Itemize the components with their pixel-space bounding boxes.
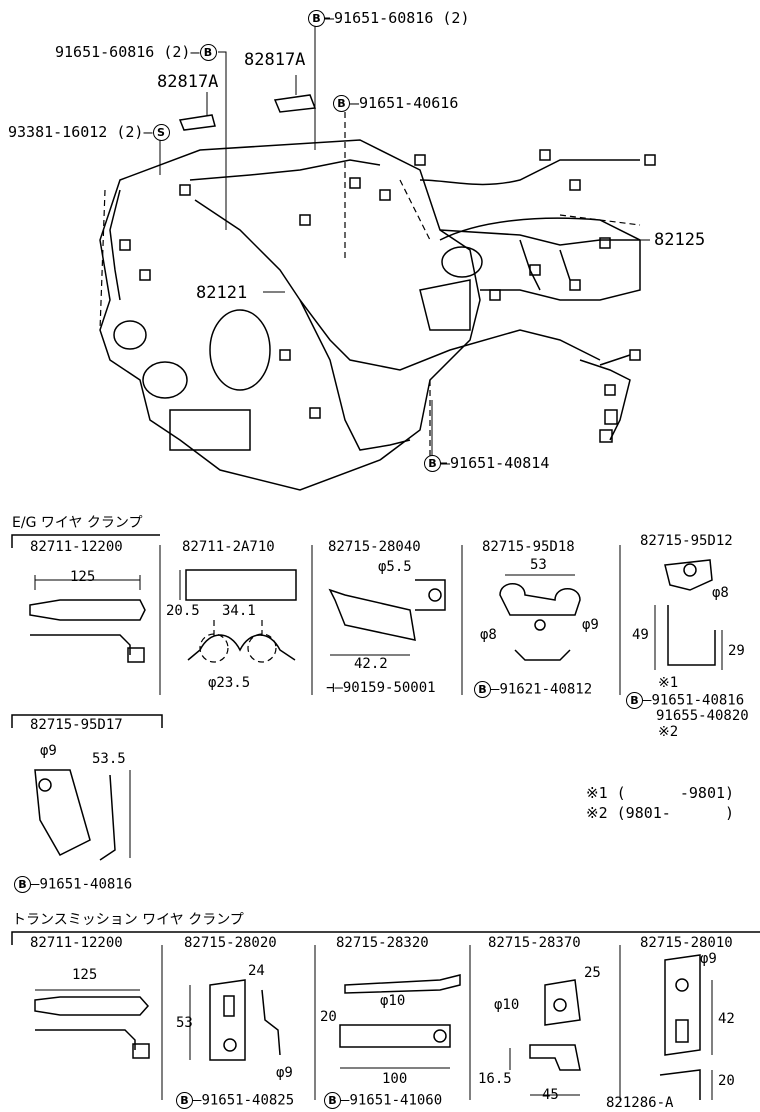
bolt-badge-icon: B: [308, 10, 325, 27]
tm-part-1-dim: 125: [72, 967, 98, 983]
eg-part-2-dim-diameter: φ23.5: [208, 675, 251, 691]
tm-part-4-dim-diameter: φ10: [494, 997, 520, 1013]
callout-left-bolt: 91651-60816 (2)—B: [55, 44, 217, 61]
tm-part-2-number: 82715-28020: [184, 935, 277, 951]
eg-part-3-dim-diameter: φ5.5: [378, 559, 412, 575]
eg-part-6-dim-height: 53.5: [92, 751, 126, 767]
eg-part-4-fastener: B—91621-40812: [474, 681, 592, 698]
eg-part-1-dim: 125: [70, 569, 96, 585]
engine-assembly: [99, 17, 656, 491]
callout-clamp-82817a-right: 82817A: [244, 50, 306, 70]
tm-part-4-number: 82715-28370: [488, 935, 581, 951]
footer-code: 821286-A: [606, 1095, 674, 1111]
tm-part-1-number: 82711-12200: [30, 935, 123, 951]
tm-clamp-drawings: [34, 954, 713, 1100]
tm-part-5-number: 82715-28010: [640, 935, 733, 951]
bolt-badge-icon: B: [474, 681, 491, 698]
callout-harness-82125: 82125: [654, 230, 706, 250]
eg-part-2-dim-height: 20.5: [166, 603, 200, 619]
bolt-badge-icon: B: [199, 44, 217, 61]
eg-part-6-dim-diameter: φ9: [40, 743, 57, 759]
callout-bolt-40616: B—91651-40616: [333, 95, 458, 112]
tm-part-3-dim-diameter: φ10: [380, 993, 406, 1009]
eg-part-4-dim-hole-b: φ9: [582, 617, 599, 633]
tm-section-title: トランスミッション ワイヤ クランプ: [12, 912, 244, 928]
note-1: ※1 ( -9801): [586, 784, 735, 802]
callout-harness-82121: 82121: [196, 283, 248, 303]
tm-part-3-dim-length: 100: [382, 1071, 408, 1087]
eg-part-1-number: 82711-12200: [30, 539, 123, 555]
callout-top-bolt: B—91651-60816 (2): [308, 10, 470, 27]
eg-part-3-number: 82715-28040: [328, 539, 421, 555]
eg-part-3-fastener: ⊣—90159-50001: [326, 680, 436, 696]
bolt-badge-icon: B: [626, 692, 643, 709]
eg-part-5-dim-diameter: φ8: [712, 585, 729, 601]
section-frames: [11, 534, 760, 1100]
eg-part-6-number: 82715-95D17: [30, 717, 123, 733]
tm-part-2-dim-width: 24: [248, 963, 265, 979]
tm-part-3-number: 82715-28320: [336, 935, 429, 951]
eg-part-5-note-2: ※2: [658, 724, 679, 740]
eg-part-4-dim-width: 53: [530, 557, 547, 573]
bolt-badge-icon: B: [14, 876, 31, 893]
callout-clamp-82817a-left: 82817A: [157, 72, 219, 92]
tm-part-3-dim-height: 20: [320, 1009, 337, 1025]
eg-part-3-dim-length: 42.2: [354, 656, 388, 672]
screw-badge-icon: S: [152, 124, 170, 141]
eg-part-5-fastener-1: B—91651-40816: [626, 692, 744, 709]
tm-part-2-dim-diameter: φ9: [276, 1065, 293, 1081]
callout-bolt-40814: B—91651-40814: [424, 455, 549, 472]
eg-clamp-drawings: [29, 559, 723, 861]
eg-part-2-number: 82711-2A710: [182, 539, 275, 555]
tm-part-5-dim-height: 42: [718, 1011, 735, 1027]
tm-part-4-dim-height: 16.5: [478, 1071, 512, 1087]
eg-part-5-fastener-2: 91655-40820: [656, 708, 749, 724]
eg-part-5-note-1: ※1: [658, 675, 679, 691]
eg-section-title: E/G ワイヤ クランプ: [12, 515, 143, 531]
tm-part-2-fastener: B—91651-40825: [176, 1092, 294, 1109]
tm-part-4-dim-length: 45: [542, 1087, 559, 1103]
tm-part-4-dim-width: 25: [584, 965, 601, 981]
tm-part-2-dim-height: 53: [176, 1015, 193, 1031]
eg-part-5-dim-inner: 29: [728, 643, 745, 659]
eg-part-5-number: 82715-95D12: [640, 533, 733, 549]
bolt-badge-icon: B: [424, 455, 441, 472]
tm-part-3-fastener: B—91651-41060: [324, 1092, 442, 1109]
eg-part-2-dim-width: 34.1: [222, 603, 256, 619]
eg-part-6-fastener: B—91651-40816: [14, 876, 132, 893]
note-2: ※2 (9801- ): [586, 804, 735, 822]
tm-part-5-dim-lower: 20: [718, 1073, 735, 1089]
bolt-badge-icon: B: [176, 1092, 193, 1109]
eg-part-4-number: 82715-95D18: [482, 539, 575, 555]
bolt-badge-icon: B: [333, 95, 350, 112]
bolt-badge-icon: B: [324, 1092, 341, 1109]
screw-icon: ⊣: [326, 680, 335, 696]
tm-part-5-dim-diameter: φ9: [700, 951, 717, 967]
eg-part-5-dim-height: 49: [632, 627, 649, 643]
eg-part-4-dim-hole-a: φ8: [480, 627, 497, 643]
callout-screw-16012: 93381-16012 (2)—S: [8, 124, 170, 141]
